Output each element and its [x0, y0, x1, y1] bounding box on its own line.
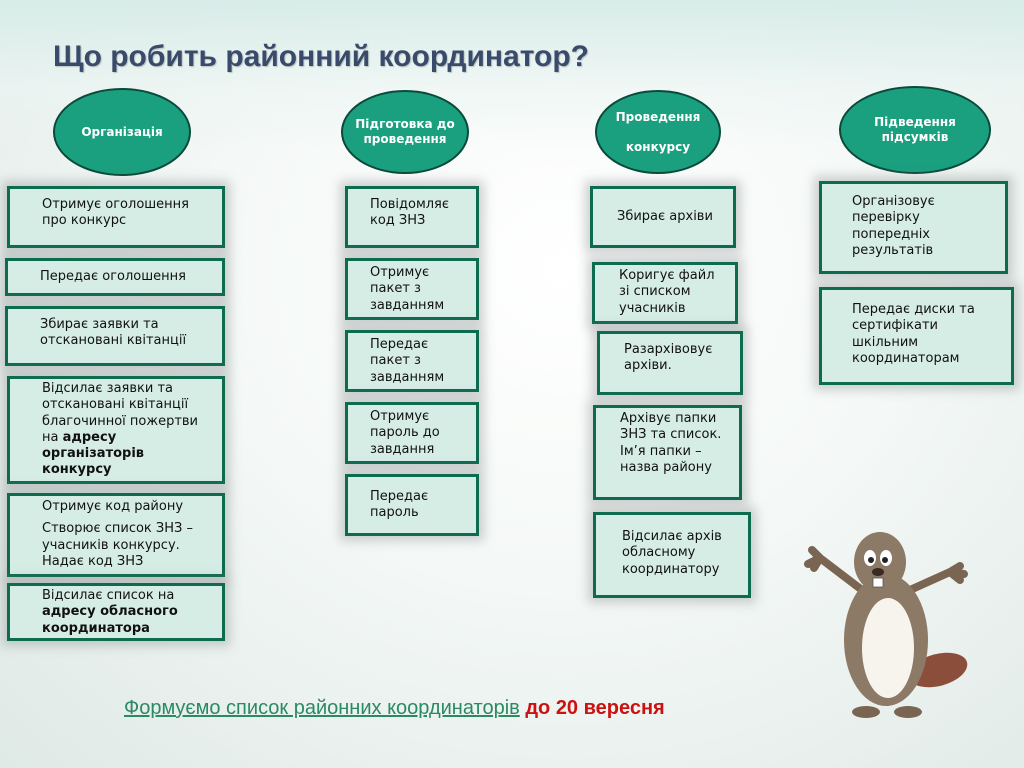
stage-header-organization: Організація — [53, 88, 191, 176]
step-box: Передає оголошення — [5, 258, 225, 296]
step-text: Відсилає заявки та отскановані квітанції… — [42, 381, 198, 445]
step-text: Отримує код району — [42, 499, 184, 514]
step-box: Отримує оголошення про конкурс — [7, 186, 225, 248]
step-text-bold: адресу обласного координатора — [42, 604, 178, 636]
step-text: Отримує пакет з завданням — [370, 265, 445, 313]
step-text: Організовує перевірку попередніх результ… — [852, 194, 935, 258]
step-text: Разархівовує архіви. — [624, 342, 713, 374]
step-box: Організовує перевірку попередніх результ… — [819, 181, 1008, 274]
step-box: Відсилає список на адресу обласного коор… — [7, 583, 225, 641]
beaver-mascot-icon — [804, 532, 968, 718]
footer-link[interactable]: Формуємо список районних координаторів — [124, 697, 520, 719]
step-text: Передає пакет з завданням — [370, 337, 445, 385]
step-box: Передає пароль — [345, 474, 479, 536]
step-box: Відсилає заявки та отскановані квітанції… — [7, 376, 225, 484]
stage-header-conduct: Проведення конкурсу — [595, 90, 721, 174]
footer-note: Формуємо список районних координаторів д… — [124, 697, 665, 720]
footer-deadline: до 20 вересня — [525, 697, 665, 719]
step-box: Збирає заявки та отскановані квітанції — [5, 306, 225, 366]
step-box: Повідомляє код ЗНЗ — [345, 186, 479, 248]
step-text: Відсилає список на — [42, 588, 175, 603]
step-text: Передає диски та сертифікати шкільним ко… — [852, 302, 975, 366]
step-box: Отримує код району Створює список ЗНЗ – … — [7, 493, 225, 577]
page-title: Що робить районний координатор? — [53, 40, 589, 73]
step-box: Відсилає архів обласному координатору — [593, 512, 751, 598]
step-text: Отримує оголошення про конкурс — [42, 197, 189, 229]
step-text: Архівує папки ЗНЗ та список. Ім’я папки … — [620, 411, 722, 475]
stage-header-summary: Підведення підсумків — [839, 86, 991, 174]
step-text: Відсилає архів обласному координатору — [622, 529, 722, 577]
step-box: Коригує файл зі списком учасників — [592, 262, 738, 324]
step-text: Збирає архіви — [617, 209, 713, 224]
step-text: Отримує пароль до завдання — [370, 409, 440, 457]
step-text-second: Створює список ЗНЗ – учасників конкурсу.… — [42, 521, 193, 569]
step-text-bold: адресу організаторів конкурсу — [42, 429, 145, 478]
step-box: Отримує пароль до завдання — [345, 402, 479, 464]
step-text: Передає оголошення — [40, 269, 186, 284]
step-box: Отримує пакет з завданням — [345, 258, 479, 320]
step-text: Збирає заявки та отскановані квітанції — [40, 317, 187, 349]
stage-header-preparation: Підготовка до проведення — [341, 90, 469, 174]
step-box: Разархівовує архіви. — [597, 331, 743, 395]
step-text: Повідомляє код ЗНЗ — [370, 197, 450, 229]
step-text: Передає пароль — [370, 489, 429, 521]
step-box: Збирає архіви — [590, 186, 736, 248]
step-box: Передає пакет з завданням — [345, 330, 479, 392]
step-text: Коригує файл зі списком учасників — [619, 268, 715, 316]
step-box: Передає диски та сертифікати шкільним ко… — [819, 287, 1014, 385]
step-box: Архівує папки ЗНЗ та список. Ім’я папки … — [593, 405, 742, 500]
